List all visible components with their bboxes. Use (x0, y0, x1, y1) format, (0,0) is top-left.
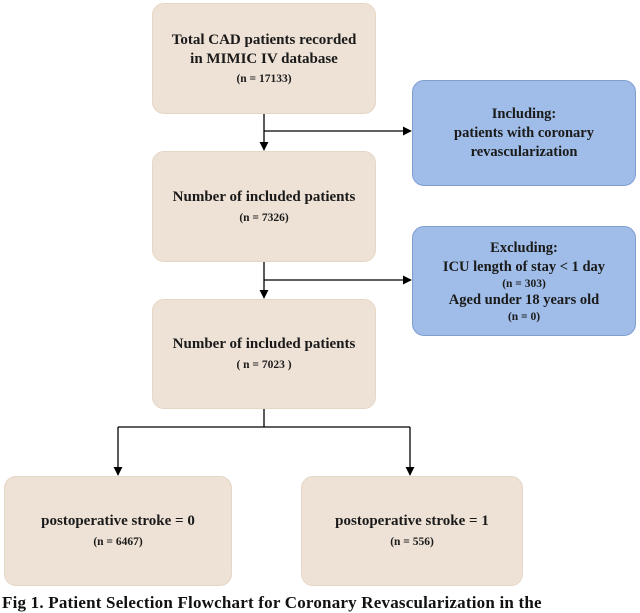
total-patients-count: (n = 17133) (236, 72, 292, 85)
stroke-1-count: (n = 556) (390, 536, 434, 548)
including-line2: revascularization (470, 143, 578, 160)
excluding-criterion-1: ICU length of stay < 1 day (442, 258, 606, 275)
included-patients-1-count: (n = 7326) (239, 211, 289, 224)
included-patients-2-count: ( n = 7023 ) (236, 359, 292, 371)
total-patients-line1: Total CAD patients recorded (171, 31, 357, 48)
stroke-0-count: (n = 6467) (93, 536, 143, 548)
stroke-0-title: postoperative stroke = 0 (41, 513, 195, 529)
including-criteria-box: Including: patients with coronary revasc… (412, 80, 636, 186)
included-patients-1-title: Number of included patients (172, 188, 356, 205)
excluding-criterion-2: Aged under 18 years old (448, 291, 600, 308)
total-patients-line2: in MIMIC IV database (190, 50, 338, 67)
excluding-criterion-1-count: (n = 303) (502, 277, 546, 290)
including-title: Including: (491, 105, 557, 122)
excluding-criteria-box: Excluding: ICU length of stay < 1 day (n… (412, 226, 636, 336)
included-patients-2-title: Number of included patients (172, 336, 356, 352)
stroke-1-title: postoperative stroke = 1 (335, 513, 489, 529)
including-line1: patients with coronary (454, 124, 594, 141)
included-patients-box-2: Number of included patients ( n = 7023 ) (152, 299, 376, 409)
excluding-criterion-2-count: (n = 0) (507, 310, 541, 323)
figure-caption: Fig 1. Patient Selection Flowchart for C… (2, 593, 542, 612)
included-patients-box-1: Number of included patients (n = 7326) (152, 151, 376, 262)
stroke-0-box: postoperative stroke = 0 (n = 6467) (4, 476, 232, 586)
stroke-1-box: postoperative stroke = 1 (n = 556) (301, 476, 523, 586)
excluding-title: Excluding: (490, 239, 558, 256)
total-patients-box: Total CAD patients recorded in MIMIC IV … (152, 3, 376, 114)
